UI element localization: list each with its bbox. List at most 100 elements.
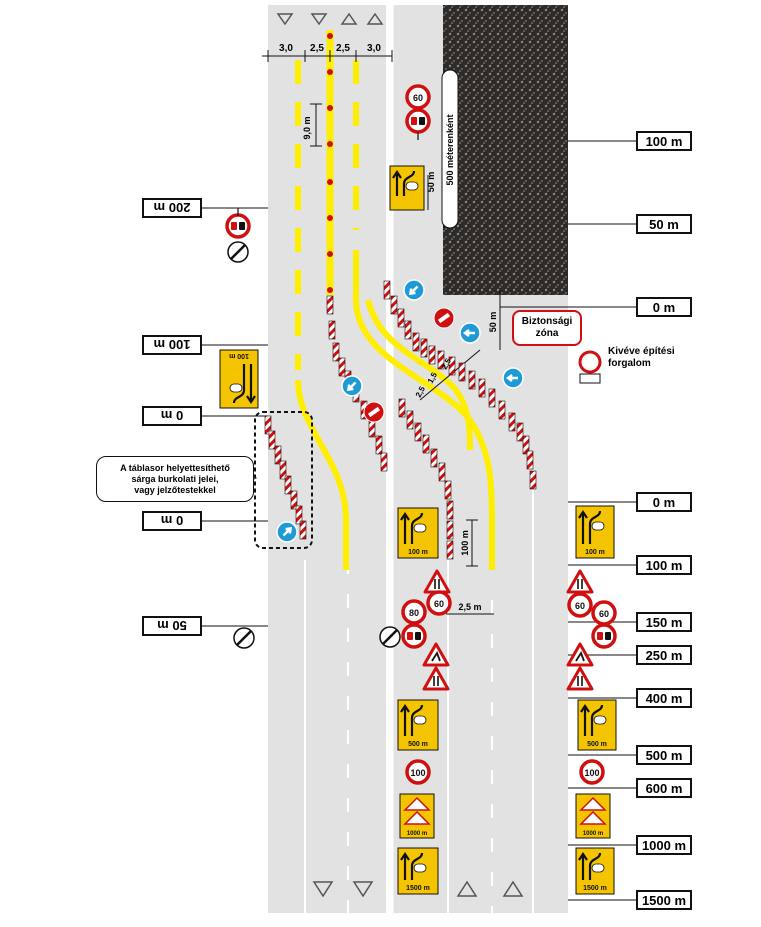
- sign-text: 1000 m: [407, 831, 427, 837]
- construction-area: [443, 5, 568, 295]
- dist-right-400: 400 m: [636, 688, 692, 708]
- delineator-post: [446, 540, 454, 560]
- yellow-shift-center: [353, 250, 495, 570]
- roadwork-warning-right: [566, 642, 594, 667]
- end-restriction-left-top: [227, 241, 249, 263]
- dist-left-0a: 0 m: [142, 406, 202, 426]
- delineator-post: [437, 350, 445, 370]
- except-line1: Kivéve építési: [608, 346, 675, 357]
- lane-shift-panel-left: 100 m: [219, 349, 259, 409]
- delineator-post: [526, 450, 534, 470]
- dist-left-50: 50 m: [142, 616, 202, 636]
- keep-left-sign-2: [502, 367, 524, 389]
- callout-line3: vagy jelzőtestekkel: [134, 484, 216, 495]
- no-entry-sign-1: [433, 307, 455, 329]
- speed-limit-60-top: 60: [405, 84, 431, 110]
- narrowing-warning-right: [566, 666, 594, 691]
- sign-text: 100 m: [585, 549, 605, 556]
- delineator-post: [380, 452, 388, 472]
- delineator-post: [326, 295, 334, 315]
- narrowing-warning-mid: [422, 666, 450, 691]
- delineator-post: [430, 448, 438, 468]
- speed-limit-60-mid: 60: [426, 590, 452, 616]
- no-overtake-top: [405, 108, 431, 134]
- lane-shift-panel-mid2: 500 m: [397, 699, 439, 751]
- dist-right-1000: 1000 m: [636, 835, 692, 855]
- callout-line2: sárga burkolati jelei,: [131, 473, 219, 484]
- dist-left-0b: 0 m: [142, 511, 202, 531]
- end-restriction-left-bottom: [233, 627, 255, 649]
- except-line2: forgalom: [608, 358, 651, 369]
- yellow-shift-left: [295, 379, 349, 570]
- delineator-post: [458, 362, 466, 382]
- delineator-post: [478, 378, 486, 398]
- except-construction-label: Kivéve építési forgalom: [608, 346, 675, 370]
- delineator-post: [446, 500, 454, 520]
- speed-limit-100-right: 100: [579, 759, 605, 785]
- delineator-post: [516, 422, 524, 442]
- delineator-post: [498, 400, 506, 420]
- warning-panel-1000-right: 1000 m: [575, 793, 611, 839]
- lane-shift-panel-right3: 1500 m: [575, 847, 615, 895]
- sign-text: 100: [410, 768, 425, 778]
- sign-text: 100 m: [408, 549, 428, 556]
- speed-limit-60-right2: 60: [591, 600, 617, 626]
- delineator-post: [264, 415, 272, 435]
- lane-shift-panel-mid: 100 m: [397, 507, 439, 559]
- delineator-post: [398, 398, 406, 418]
- dist-left-200: 200 m: [142, 198, 202, 218]
- delineator-post: [338, 357, 346, 377]
- gap-9-label: 9,0 m: [302, 116, 312, 139]
- sign-text: 80: [409, 608, 419, 618]
- speed-limit-80-mid: 80: [401, 599, 427, 625]
- end-restriction-left-mid: [379, 626, 401, 648]
- lane-width-1: 3,0: [279, 43, 293, 54]
- lane-width-2: 2,5: [310, 43, 324, 54]
- sign-text: 60: [599, 609, 609, 619]
- delineator-post: [522, 435, 530, 455]
- delineator-post: [274, 445, 282, 465]
- sign-50-label: 50 m: [426, 172, 436, 193]
- curve-warning-right: [566, 569, 594, 594]
- safety-zone-line2: zóna: [535, 328, 559, 339]
- delineator-post: [428, 345, 436, 365]
- no-overtake-mid: [401, 623, 427, 649]
- every-500-label: 500 méterenként: [445, 114, 455, 185]
- delineator-post: [438, 462, 446, 482]
- delineator-post: [412, 332, 420, 352]
- sign-text: 100: [584, 768, 599, 778]
- delineator-post: [508, 412, 516, 432]
- sign-text: 60: [413, 93, 423, 103]
- keep-right-sign-1: [403, 279, 425, 301]
- dist-right-0b: 0 m: [636, 492, 692, 512]
- delineator-post: [290, 490, 298, 510]
- sign-text: 500 m: [408, 741, 428, 748]
- delineator-post: [404, 320, 412, 340]
- except-construction-sign: [578, 350, 602, 384]
- dist-right-50: 50 m: [636, 214, 692, 234]
- delineator-post: [268, 430, 276, 450]
- delineator-post: [383, 280, 391, 300]
- replaceable-sign-group: [254, 411, 313, 549]
- delineator-post: [299, 520, 307, 540]
- delineator-post: [375, 435, 383, 455]
- delineator-post: [328, 320, 336, 340]
- safety-zone-line1: Biztonsági: [521, 316, 573, 327]
- dist-right-1500: 1500 m: [636, 890, 692, 910]
- delineator-post: [446, 520, 454, 540]
- sign-text: 1500 m: [406, 885, 430, 892]
- lane-width-4: 3,0: [367, 43, 381, 54]
- direction-arrows-bottom: [312, 880, 524, 898]
- direction-arrows-top: [276, 12, 384, 26]
- delineator-post: [422, 434, 430, 454]
- sign-text: 60: [434, 599, 444, 609]
- sign-text: 60: [575, 601, 585, 611]
- delineator-post: [295, 505, 303, 525]
- no-entry-sign-2: [363, 401, 385, 423]
- dist-right-500: 500 m: [636, 745, 692, 765]
- safety-zone-label: Biztonsági zóna: [512, 310, 582, 346]
- delineator-post: [390, 295, 398, 315]
- delineator-post: [420, 338, 428, 358]
